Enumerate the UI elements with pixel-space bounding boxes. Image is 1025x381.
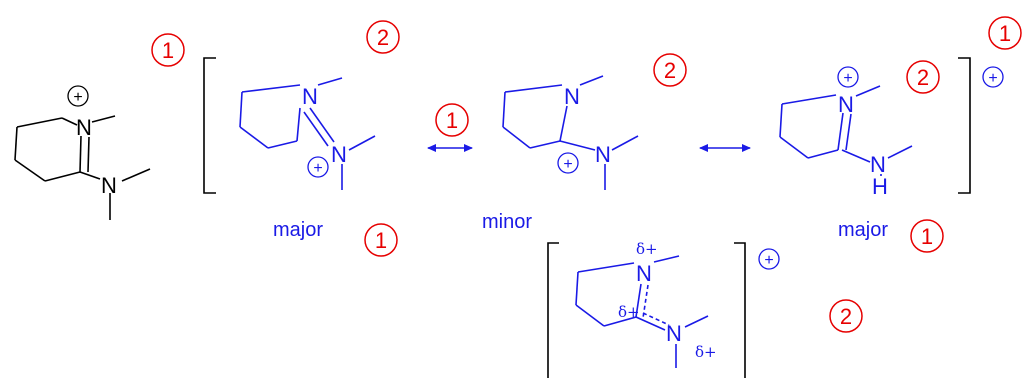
form-c-ring-nitrogen: N — [838, 92, 854, 117]
badge: 2 — [906, 60, 940, 94]
svg-text:1: 1 — [999, 21, 1011, 46]
start-charge-circle — [67, 85, 89, 107]
svg-text:2: 2 — [664, 58, 676, 83]
resonance-form-a — [239, 77, 376, 190]
form-a-amine-nitrogen: N — [331, 142, 347, 167]
resonance-hybrid — [575, 255, 709, 368]
form-c-charge-circle — [837, 66, 859, 88]
svg-text:1: 1 — [446, 108, 458, 133]
form-b-amine-nitrogen: N — [595, 142, 611, 167]
hybrid-ring-nitrogen: N — [636, 261, 652, 286]
badge: 1 — [364, 223, 398, 257]
form-b-label: minor — [482, 211, 532, 233]
svg-text:2: 2 — [377, 25, 389, 50]
form-a-label: major — [273, 219, 323, 241]
start-charge: + — [73, 89, 82, 106]
badge: 1 — [151, 33, 185, 67]
form-b-ring-nitrogen: N — [564, 84, 580, 109]
hybrid-delta-ring-n: δ+ — [636, 240, 658, 258]
hybrid-delta-carbon: δ+ — [618, 303, 640, 321]
badge: 2 — [653, 53, 687, 87]
resonance-bracket — [203, 57, 971, 194]
bracket-bottom-charge: + — [764, 252, 773, 269]
svg-text:2: 2 — [917, 65, 929, 90]
form-a-ring-nitrogen: N — [302, 84, 318, 109]
badge: 2 — [829, 299, 863, 333]
svg-text:1: 1 — [375, 228, 387, 253]
form-a-charge: + — [313, 160, 322, 177]
badge: 1 — [910, 219, 944, 253]
hybrid-delta-amine-n: δ+ — [695, 343, 717, 361]
svg-text:2: 2 — [840, 304, 852, 329]
form-b-charge-circle — [557, 152, 579, 174]
bracket-bottom-charge-circle — [758, 248, 780, 270]
form-c-label: major — [838, 219, 888, 241]
form-b-charge: + — [563, 156, 572, 173]
form-a-charge-circle — [307, 156, 329, 178]
form-c-charge: + — [843, 70, 852, 87]
form-c-amine-nitrogen: N — [870, 152, 886, 177]
starting-amidinium-structure — [14, 115, 151, 220]
badge: 1 — [988, 16, 1022, 50]
resonance-form-b — [502, 75, 639, 190]
hybrid-amine-nitrogen: N — [666, 321, 682, 346]
resonance-form-c — [779, 85, 913, 176]
bracket-top-charge: + — [988, 70, 997, 87]
start-ring-nitrogen: N — [76, 115, 92, 140]
badge: 1 — [435, 103, 469, 137]
start-amine-nitrogen: N — [101, 173, 117, 198]
badge: 2 — [366, 20, 400, 54]
form-c-hydrogen: H — [872, 174, 888, 199]
svg-text:1: 1 — [921, 224, 933, 249]
bracket-top-charge-circle — [982, 66, 1004, 88]
svg-text:1: 1 — [162, 38, 174, 63]
hybrid-bracket — [547, 242, 746, 378]
